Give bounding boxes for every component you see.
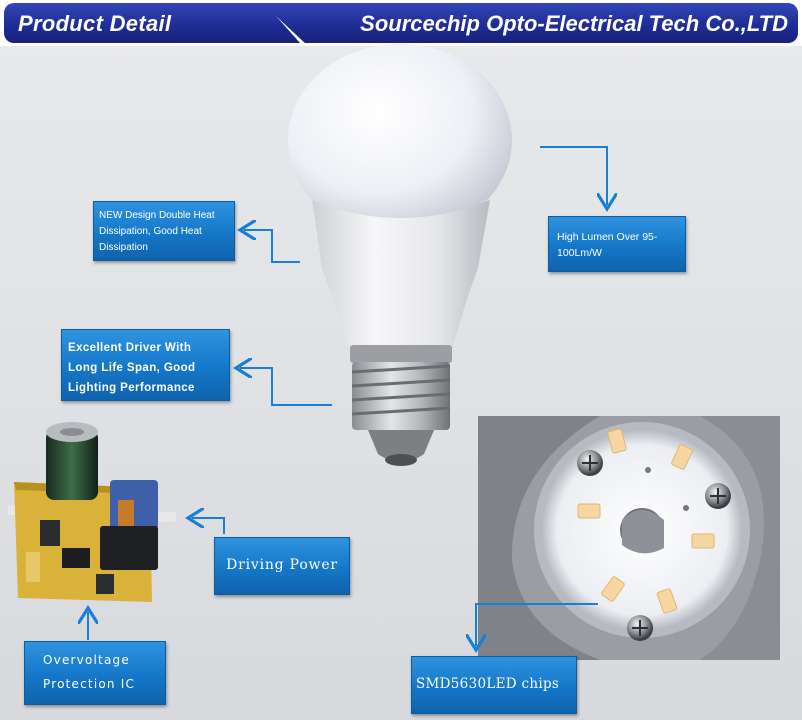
callout-line: NEW Design Double Heat bbox=[99, 210, 215, 221]
callout-line: Lighting Performance bbox=[68, 382, 195, 394]
header-right-panel bbox=[262, 3, 798, 43]
callout-high-lumen: High Lumen Over 95- 100Lm/W bbox=[548, 216, 686, 272]
company-name: Sourcechip Opto-Electrical Tech Co.,LTD bbox=[360, 11, 788, 36]
header-left-panel bbox=[4, 3, 300, 43]
callout-line: Dissipation bbox=[99, 242, 148, 253]
callout-excellent-driver: Excellent Driver With Long Life Span, Go… bbox=[61, 329, 230, 401]
callout-driving-power: Driving Power bbox=[214, 537, 350, 595]
callout-line: Long Life Span, Good bbox=[68, 362, 196, 374]
page-title: Product Detail bbox=[18, 11, 172, 36]
driver-board-illustration bbox=[8, 422, 176, 602]
callout-heat-dissipation: NEW Design Double Heat Dissipation, Good… bbox=[93, 201, 235, 261]
callout-line: Protection IC bbox=[43, 677, 136, 691]
led-chip-plate-illustration bbox=[478, 416, 780, 660]
callout-line: Excellent Driver With bbox=[68, 342, 192, 354]
arrow-driving-power bbox=[192, 518, 225, 534]
arrow-smd bbox=[476, 603, 598, 646]
led-bulb-illustration bbox=[288, 44, 512, 466]
arrow-driver bbox=[240, 368, 332, 406]
arrow-lumen bbox=[540, 146, 607, 205]
callout-overvoltage-protection: Overvoltage Protection IC bbox=[24, 641, 166, 705]
callout-line: High Lumen Over 95- bbox=[557, 231, 658, 243]
callout-line: Dissipation, Good Heat bbox=[99, 226, 202, 237]
callout-line: Driving Power bbox=[226, 557, 338, 573]
header-bar: Product Detail Sourcechip Opto-Electrica… bbox=[0, 0, 802, 46]
callout-line: 100Lm/W bbox=[557, 247, 602, 259]
callout-line: SMD5630LED chips bbox=[416, 676, 560, 692]
callout-smd-chips: SMD5630LED chips bbox=[411, 656, 577, 714]
capacitor-icon bbox=[46, 422, 98, 500]
callout-line: Overvoltage bbox=[43, 653, 130, 667]
arrow-dissipation bbox=[244, 230, 300, 263]
